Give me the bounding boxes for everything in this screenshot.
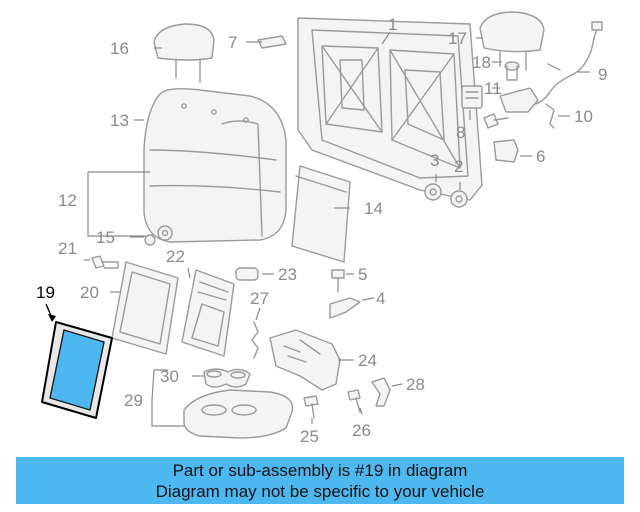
part-24-bracket	[269, 329, 341, 391]
callout-30: 30	[160, 367, 179, 386]
part-20-cover	[111, 261, 179, 355]
part-23-buffer	[235, 267, 259, 281]
callout-14: 14	[364, 199, 383, 218]
callout-17: 17	[448, 29, 467, 48]
callout-22: 22	[166, 247, 185, 266]
callout-25: 25	[300, 427, 319, 446]
callout-2: 2	[454, 157, 463, 176]
callout-10: 10	[574, 107, 593, 126]
info-banner: Part or sub-assembly is #19 in diagram D…	[16, 457, 624, 504]
callout-11: 11	[484, 79, 502, 98]
part-2-grommet	[450, 190, 468, 208]
part-26-bolt	[347, 389, 361, 413]
callout-4: 4	[376, 289, 385, 308]
part-25-bolt	[303, 395, 319, 419]
part-29-armrest	[183, 389, 294, 439]
part-5-bolt	[331, 269, 345, 293]
callout-6: 6	[536, 147, 545, 166]
callout-3: 3	[430, 151, 439, 170]
part-17-headrest	[479, 11, 545, 71]
callout-1: 1	[388, 15, 397, 34]
callout-labels: 1 2 3 4 5 6 7 8 9 10 11 12 13 14 15 16 1…	[36, 15, 607, 446]
part-8-latch-cover	[461, 85, 483, 109]
part-11-bolt	[483, 113, 509, 129]
part-6-bracket	[493, 139, 519, 163]
part-7-clip	[257, 35, 287, 49]
callout-23: 23	[278, 265, 297, 284]
part-18-guide-bushing	[504, 61, 520, 81]
part-19-cover-highlighted	[41, 321, 113, 419]
part-3-grommet	[424, 183, 442, 201]
part-4-bracket	[329, 297, 361, 319]
part-10-latch	[499, 87, 555, 129]
part-15-cap	[144, 225, 173, 246]
part-1-seatback-frame	[297, 17, 483, 201]
callout-27: 27	[250, 289, 269, 308]
part-28-bracket	[371, 377, 391, 407]
callout-16: 16	[110, 39, 129, 58]
part-30-cup-holder	[203, 368, 251, 388]
callout-12: 12	[58, 191, 77, 210]
part-16-headrest	[153, 23, 215, 83]
banner-line-1: Part or sub-assembly is #19 in diagram	[172, 461, 468, 480]
callout-24: 24	[358, 351, 377, 370]
callout-29: 29	[124, 391, 143, 410]
callout-26: 26	[352, 421, 371, 440]
part-21-screw	[91, 255, 119, 269]
part-9-release-cable	[535, 21, 603, 105]
callout-20: 20	[80, 283, 99, 302]
leader-lines	[45, 31, 590, 427]
callout-28: 28	[406, 375, 425, 394]
callout-18: 18	[472, 53, 491, 72]
banner-line-2: Diagram may not be specific to your vehi…	[155, 482, 485, 501]
callout-7: 7	[228, 33, 237, 52]
parts-diagram: 1 2 3 4 5 6 7 8 9 10 11 12 13 14 15 16 1…	[36, 11, 607, 446]
callout-15: 15	[96, 228, 115, 247]
part-27-clip	[251, 321, 259, 359]
callout-19: 19	[36, 283, 55, 302]
part-22-cover	[181, 269, 235, 357]
callout-8: 8	[456, 123, 465, 142]
callout-9: 9	[598, 65, 607, 84]
part-14-pad	[291, 165, 351, 263]
part-13-seatback-cushion	[143, 87, 287, 243]
callout-21: 21	[58, 239, 77, 258]
callout-5: 5	[358, 265, 367, 284]
callout-13: 13	[110, 111, 129, 130]
